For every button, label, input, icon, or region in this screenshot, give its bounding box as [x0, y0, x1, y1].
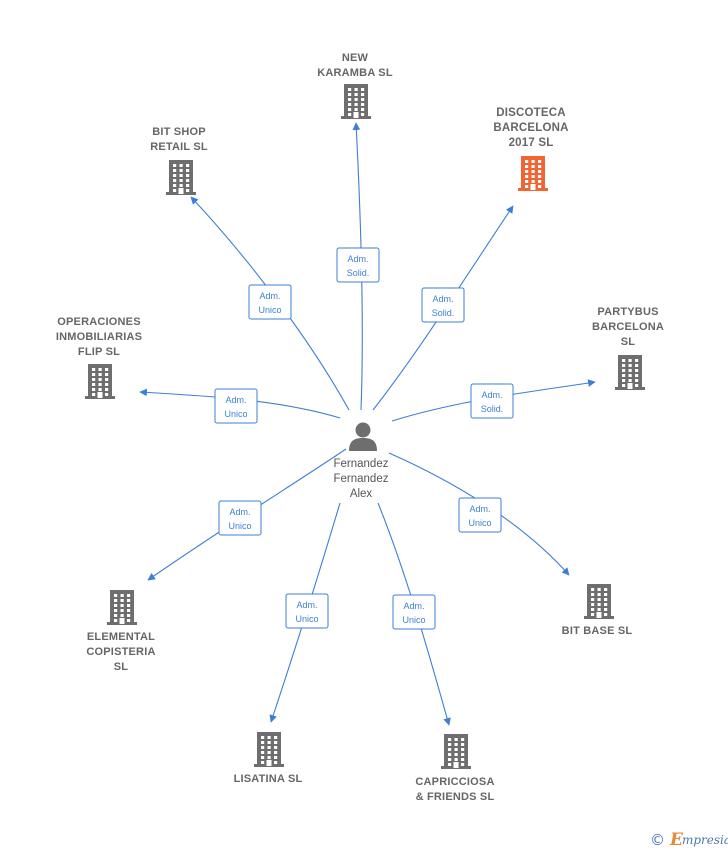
building-icon — [85, 364, 115, 399]
company-name-line-3: SL — [621, 336, 636, 348]
company-name-line-3: FLIP SL — [78, 346, 120, 358]
roles-layer: Adm.Solid.Adm.Solid.Adm.UnicoAdm.UnicoAd… — [214, 247, 514, 630]
role-text-line-1: Adm. — [225, 395, 246, 405]
company-name-line-1: BIT SHOP — [152, 126, 206, 138]
role-box — [458, 497, 502, 533]
company-name-line-1: LISATINA SL — [234, 773, 303, 785]
role-text-line-1: Adm. — [481, 390, 502, 400]
building-icon — [254, 732, 284, 767]
role-box — [421, 287, 465, 323]
role-text-line-1: Adm. — [229, 507, 250, 517]
role-badge-elemental-copisteria[interactable]: Adm. Unico — [218, 500, 262, 536]
role-box — [218, 500, 262, 536]
company-node-operaciones-inmobiliarias-flip[interactable]: OPERACIONES INMOBILIARIAS FLIP SL — [56, 316, 142, 399]
copyright-symbol: © — [650, 831, 665, 849]
company-name-line-2: BARCELONA — [493, 122, 568, 134]
company-name-line-1: CAPRICCIOSA — [415, 776, 494, 788]
company-name-line-3: 2017 SL — [509, 137, 554, 149]
empresia-watermark: © E mpresia — [650, 830, 728, 850]
role-badge-partybus-barcelona[interactable]: Adm. Solid. — [470, 383, 514, 419]
person-name-line-3: Alex — [350, 488, 373, 500]
company-name-line-2: & FRIENDS SL — [416, 791, 495, 803]
building-icon — [107, 590, 137, 625]
building-icon — [341, 84, 371, 119]
person-name-line-2: Fernandez — [334, 473, 389, 485]
company-node-lisatina[interactable]: LISATINA SL — [234, 732, 303, 785]
role-text-line-2: Unico — [295, 614, 318, 624]
company-name-line-1: DISCOTECA — [496, 107, 566, 119]
role-text-line-1: Adm. — [259, 291, 280, 301]
company-node-capricciosa-friends[interactable]: CAPRICCIOSA & FRIENDS SL — [415, 734, 494, 803]
role-text-line-1: Adm. — [296, 600, 317, 610]
role-text-line-2: Solid. — [481, 404, 504, 414]
role-badge-bit-shop-retail[interactable]: Adm. Unico — [248, 284, 292, 320]
building-icon — [166, 160, 196, 195]
role-text-line-2: Unico — [228, 521, 251, 531]
person-icon — [349, 422, 377, 451]
role-box — [248, 284, 292, 320]
brand-initial: E — [669, 830, 684, 850]
role-box — [285, 593, 329, 629]
company-node-new-karamba[interactable]: NEW KARAMBA SL — [317, 52, 393, 119]
company-node-discoteca-barcelona[interactable]: DISCOTECA BARCELONA 2017 SL — [493, 107, 568, 191]
company-name-line-1: NEW — [342, 52, 369, 64]
building-icon — [615, 355, 645, 390]
role-text-line-1: Adm. — [403, 601, 424, 611]
building-icon — [518, 156, 548, 191]
company-name-line-3: SL — [114, 661, 129, 673]
company-node-partybus-barcelona[interactable]: PARTYBUS BARCELONA SL — [592, 306, 664, 390]
person-node[interactable]: Fernandez Fernandez Alex — [334, 422, 389, 501]
role-box — [392, 594, 436, 630]
role-badge-operaciones-inmobiliarias-flip[interactable]: Adm. Unico — [214, 388, 258, 424]
role-badge-discoteca-barcelona[interactable]: Adm. Solid. — [421, 287, 465, 323]
role-text-line-2: Unico — [402, 615, 425, 625]
role-text-line-2: Solid. — [347, 268, 370, 278]
role-text-line-1: Adm. — [469, 504, 490, 514]
role-box — [336, 247, 380, 283]
company-name-line-2: BARCELONA — [592, 321, 664, 333]
company-name-line-1: BIT BASE SL — [562, 625, 633, 637]
role-text-line-2: Unico — [468, 518, 491, 528]
role-badge-bit-base[interactable]: Adm. Unico — [458, 497, 502, 533]
building-icon — [584, 584, 614, 619]
company-name-line-2: RETAIL SL — [150, 141, 208, 153]
building-icon — [441, 734, 471, 769]
role-text-line-2: Unico — [258, 305, 281, 315]
company-name-line-1: ELEMENTAL — [87, 631, 155, 643]
company-node-elemental-copisteria[interactable]: ELEMENTAL COPISTERIA SL — [86, 590, 155, 673]
company-name-line-1: PARTYBUS — [597, 306, 658, 318]
role-text-line-2: Unico — [224, 409, 247, 419]
person-name-line-1: Fernandez — [334, 458, 389, 470]
company-name-line-2: COPISTERIA — [86, 646, 155, 658]
company-name-line-2: KARAMBA SL — [317, 67, 393, 79]
brand-name: mpresia — [682, 833, 728, 847]
role-badge-capricciosa-friends[interactable]: Adm. Unico — [392, 594, 436, 630]
company-name-line-2: INMOBILIARIAS — [56, 331, 142, 343]
role-box — [214, 388, 258, 424]
company-name-line-1: OPERACIONES — [57, 316, 141, 328]
role-badge-lisatina[interactable]: Adm. Unico — [285, 593, 329, 629]
role-text-line-1: Adm. — [347, 254, 368, 264]
role-text-line-1: Adm. — [432, 294, 453, 304]
role-text-line-2: Solid. — [432, 308, 455, 318]
nodes-layer: NEW KARAMBA SL DISCOTECA BARCELONA 2017 SL BI… — [56, 52, 664, 803]
role-box — [470, 383, 514, 419]
role-badge-new-karamba[interactable]: Adm. Solid. — [336, 247, 380, 283]
company-node-bit-shop-retail[interactable]: BIT SHOP RETAIL SL — [150, 126, 208, 195]
company-node-bit-base[interactable]: BIT BASE SL — [562, 584, 633, 637]
